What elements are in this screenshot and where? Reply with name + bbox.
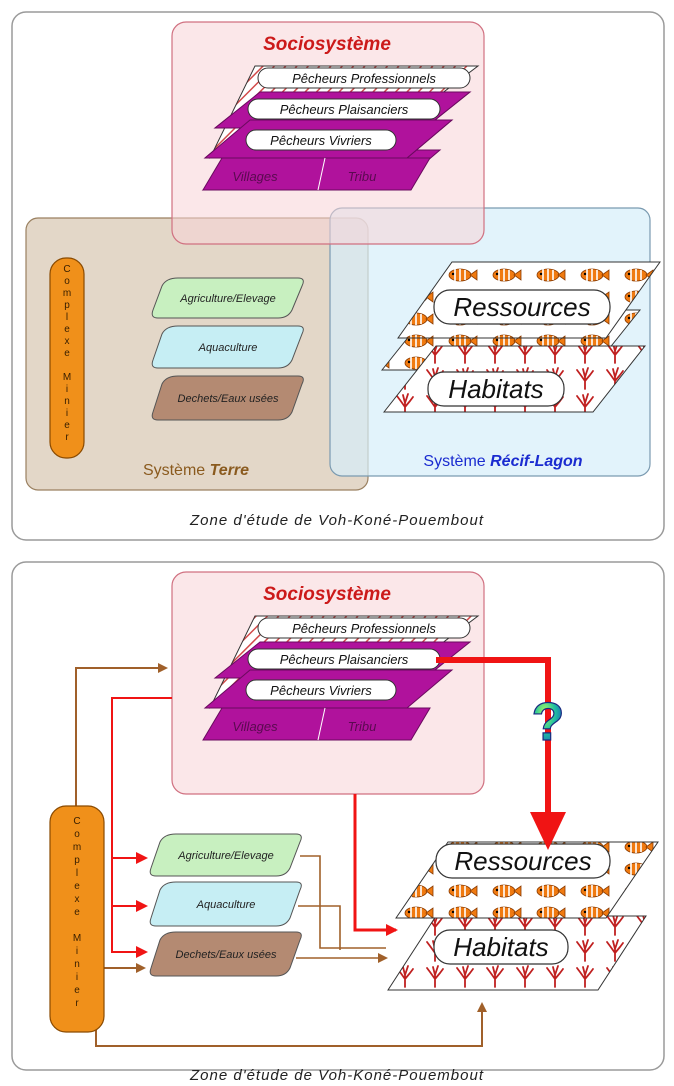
socio-title: Sociosystème bbox=[263, 34, 391, 55]
svg-text:Pêcheurs Plaisanciers: Pêcheurs Plaisanciers bbox=[280, 102, 409, 117]
mining-complex-2 bbox=[49, 805, 105, 1033]
arrow-socio-to-dechets bbox=[111, 697, 172, 953]
habitats-label: Habitats bbox=[448, 374, 543, 404]
svg-text:Pêcheurs Vivriers: Pêcheurs Vivriers bbox=[270, 133, 372, 148]
panel-1: Sociosystème Villages Tribu Pêcheurs Viv… bbox=[11, 11, 665, 541]
dechets-shape bbox=[151, 375, 304, 421]
arrow-socio-to-habitats bbox=[353, 794, 398, 936]
agriculture-label-2: Agriculture/Elevage bbox=[177, 850, 273, 862]
dechets-shape-2 bbox=[149, 931, 302, 977]
vivriers-label-2: Pêcheurs Vivriers bbox=[270, 683, 372, 698]
panel-2: Sociosystème Pêcheurs Professionnels Pêc… bbox=[11, 561, 665, 1084]
recif-system-label: Système Récif-Lagon bbox=[423, 453, 582, 470]
professionnels-label-2: Pêcheurs Professionnels bbox=[292, 621, 436, 636]
professionnels-label: Pêcheurs Professionnels bbox=[292, 71, 436, 86]
question-mark-icon: ? bbox=[532, 692, 565, 752]
svg-text:Villages: Villages bbox=[232, 169, 278, 184]
tribu-label-2: Tribu bbox=[348, 719, 377, 734]
mining-complex bbox=[49, 257, 85, 459]
dechets-label: Dechets/Eaux usées bbox=[178, 393, 279, 405]
agriculture-shape-2 bbox=[149, 833, 302, 877]
arrow-plaisanciers-to-ressources bbox=[436, 657, 551, 842]
aquaculture-shape bbox=[151, 325, 304, 369]
ressources-label: Ressources bbox=[453, 292, 590, 322]
zone-caption-2: Zone d'étude de Voh-Koné-Pouembout bbox=[189, 1067, 484, 1084]
arrow-head-red bbox=[530, 812, 566, 850]
villages-tribu-layer-2 bbox=[202, 707, 431, 741]
ressources-label-2: Ressources bbox=[454, 846, 591, 876]
aquaculture-label-2: Aquaculture bbox=[196, 899, 256, 911]
arrow-mining-to-socio bbox=[75, 663, 168, 806]
villages-label-2: Villages bbox=[232, 719, 278, 734]
habitats-label-2: Habitats bbox=[453, 932, 548, 962]
arrow-agriculture-to-recif bbox=[300, 855, 386, 949]
zone-caption-1: Zone d'étude de Voh-Koné-Pouembout bbox=[189, 512, 484, 529]
plaisanciers-label-2: Pêcheurs Plaisanciers bbox=[280, 652, 409, 667]
terre-system-label: Système Terre bbox=[143, 462, 249, 479]
agriculture-shape bbox=[151, 277, 304, 319]
aquaculture-label: Aquaculture bbox=[198, 342, 258, 354]
aquaculture-shape-2 bbox=[149, 881, 302, 927]
arrow-aquaculture-to-recif bbox=[298, 905, 341, 950]
agriculture-label: Agriculture/Elevage bbox=[179, 293, 275, 305]
dechets-label-2: Dechets/Eaux usées bbox=[176, 949, 277, 961]
socio-title-2: Sociosystème bbox=[263, 584, 391, 605]
svg-text:Tribu: Tribu bbox=[348, 169, 377, 184]
